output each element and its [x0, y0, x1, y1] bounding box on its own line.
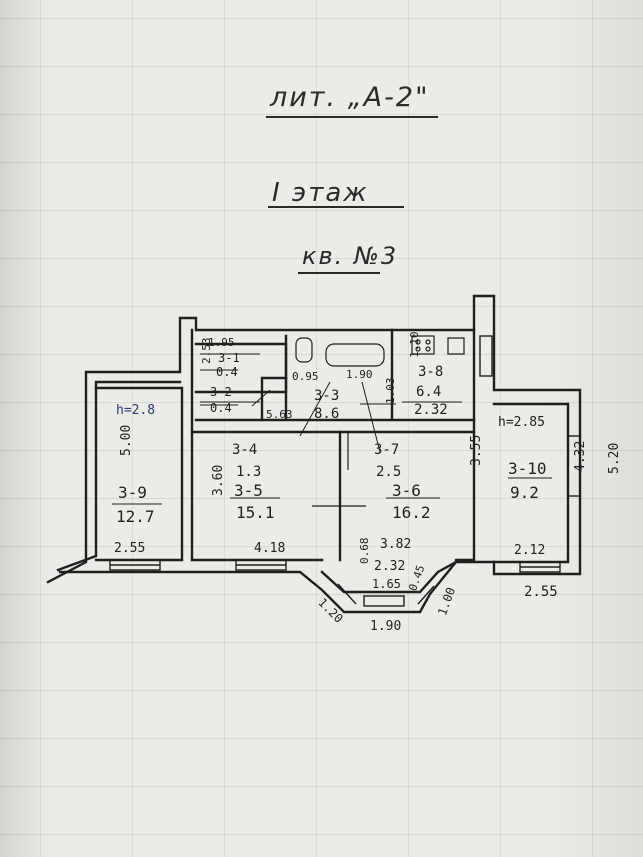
room-id: 3-2 [210, 385, 232, 399]
room-id: 3-8 [418, 364, 443, 380]
room-id: 3-1 [218, 351, 240, 365]
room-area: 15.1 [236, 503, 275, 522]
dimension-label: 1.90 [346, 368, 373, 381]
dimension-label: 1.00 [435, 585, 458, 617]
room-area: 6.4 [416, 384, 441, 400]
apartment-underline [298, 272, 380, 274]
floor-underline [268, 206, 404, 208]
building-letter-title: лит. „А-2" [270, 82, 430, 113]
dimension-label: 1.65 [372, 577, 401, 591]
dimension-label: 1.03 [384, 378, 397, 405]
dimension-label: 2.12 [514, 543, 545, 558]
dimension-label: 4.18 [254, 541, 285, 556]
room-area: 1.3 [236, 464, 261, 480]
dimension-label: 0.95 [292, 370, 319, 383]
dimension-label: 1.10 [408, 332, 421, 359]
dimension-label: 2.32 [414, 402, 448, 418]
leader-lines [112, 353, 552, 505]
room-id: 3-9 [118, 483, 147, 502]
dimension-label: 4.32 [573, 441, 588, 472]
apartment-title: кв. №3 [302, 242, 399, 270]
dimension-label: 2.55 [114, 541, 145, 556]
fixtures [295, 335, 465, 507]
floor-title: I этаж [272, 178, 369, 208]
dimension-label: 5.20 [607, 443, 622, 474]
title-underline [266, 116, 438, 118]
dimension-label: 2.55 [524, 584, 558, 600]
room-area: 9.2 [510, 483, 539, 502]
room-area: 16.2 [392, 503, 431, 522]
room-area: 8.6 [314, 406, 339, 422]
room-area: 0.4 [210, 401, 232, 415]
room-id: 3-6 [392, 481, 421, 500]
ceiling-height: h=2.8 [116, 403, 155, 418]
dimension-label: 0.68 [358, 538, 371, 565]
dimension-label: 2.53 [200, 338, 213, 365]
room-area: 12.7 [116, 507, 155, 526]
dimension-label: 1.90 [370, 619, 401, 634]
room-id: 3-5 [234, 481, 263, 500]
room-area: 2.5 [376, 464, 401, 480]
dimension-label: 5.00 [119, 425, 134, 456]
room-id: 3-4 [232, 442, 257, 458]
dimension-label: 3.82 [380, 537, 411, 552]
room-id: 3-7 [374, 442, 399, 458]
dimension-label: 5.63 [266, 408, 293, 421]
dimension-label: 3.55 [469, 435, 484, 466]
dimension-label: 2.32 [374, 559, 405, 574]
room-id: 3-3 [314, 388, 339, 404]
dimension-label: 1.20 [315, 595, 345, 625]
room-id: 3-10 [508, 459, 547, 478]
ceiling-height: h=2.85 [498, 415, 545, 430]
dimension-label: 1.95 [208, 336, 235, 349]
dimension-label: 3.60 [211, 465, 226, 496]
room-area: 0.4 [216, 365, 238, 379]
window-marks [109, 335, 581, 607]
